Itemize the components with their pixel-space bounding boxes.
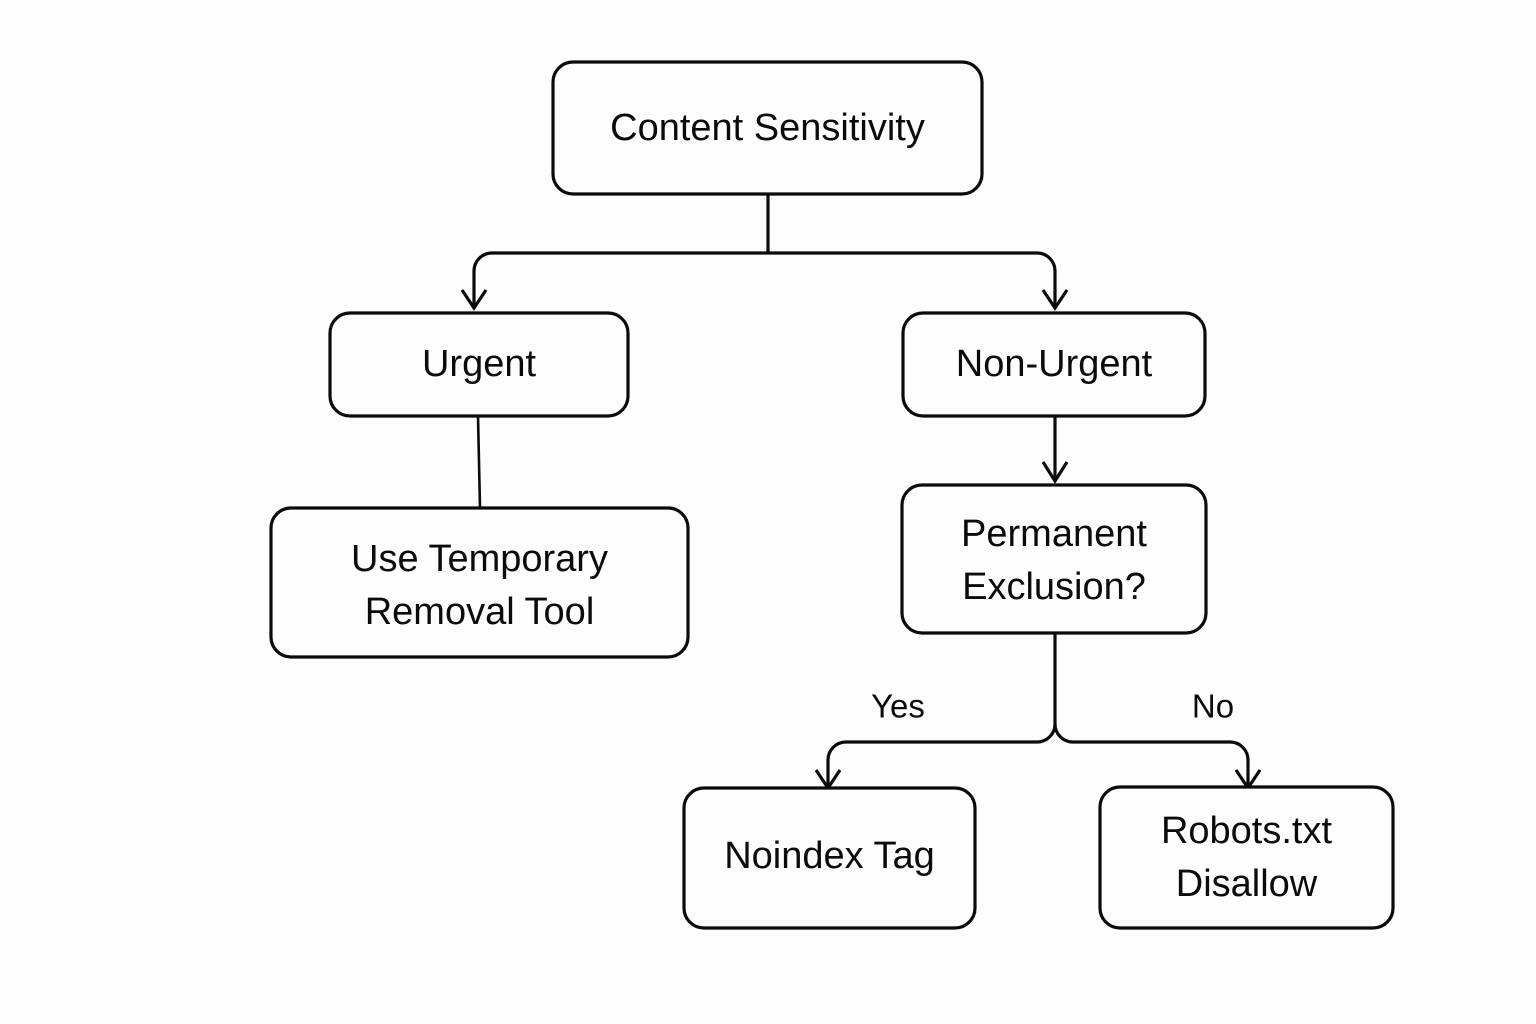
node-noindex-tag[interactable]: Noindex Tag	[682, 786, 977, 930]
node-use-temporary-removal-tool-label-line1: Use Temporary	[351, 538, 608, 580]
node-use-temporary-removal-tool-box[interactable]	[269, 506, 690, 659]
edge-permanent-exclusion-yes-to-noindex-tag	[826, 723, 1057, 785]
edge-content-sensitivity-to-non-urgent	[768, 251, 1057, 305]
node-use-temporary-removal-tool[interactable]: Use Temporary Removal Tool	[269, 506, 690, 659]
edge-urgent-to-use-temporary-removal-tool	[476, 415, 482, 509]
node-group: Content Sensitivity Urgent Non-Urgent Us…	[269, 60, 1395, 930]
node-permanent-exclusion-box[interactable]	[900, 483, 1208, 635]
arrowhead-permanent-exclusion	[1041, 461, 1069, 484]
node-content-sensitivity-label: Content Sensitivity	[610, 107, 925, 149]
node-robots-txt-disallow-label-line2: Disallow	[1176, 863, 1318, 905]
node-non-urgent-box[interactable]	[901, 311, 1207, 418]
node-content-sensitivity[interactable]: Content Sensitivity	[551, 60, 984, 196]
node-permanent-exclusion-label-line2: Exclusion?	[962, 566, 1146, 608]
node-content-sensitivity-box[interactable]	[551, 60, 984, 196]
edge-label-group: Yes No	[871, 688, 1234, 725]
node-permanent-exclusion-label-line1: Permanent	[961, 513, 1147, 555]
edge-label-no: No	[1192, 688, 1234, 725]
node-urgent-label: Urgent	[422, 343, 536, 385]
node-non-urgent[interactable]: Non-Urgent	[901, 311, 1207, 418]
edge-label-yes: Yes	[871, 688, 925, 725]
edge-content-sensitivity-to-urgent	[472, 251, 768, 305]
node-robots-txt-disallow[interactable]: Robots.txt Disallow	[1098, 785, 1395, 930]
node-use-temporary-removal-tool-label-line2: Removal Tool	[365, 591, 595, 633]
node-permanent-exclusion[interactable]: Permanent Exclusion?	[900, 483, 1208, 635]
arrowhead-urgent	[460, 289, 488, 311]
edge-permanent-exclusion-no-to-robots-txt-disallow	[1053, 723, 1250, 785]
node-non-urgent-label: Non-Urgent	[956, 343, 1153, 385]
node-robots-txt-disallow-box[interactable]	[1098, 785, 1395, 930]
node-noindex-tag-label: Noindex Tag	[724, 835, 935, 877]
node-urgent-box[interactable]	[328, 311, 630, 418]
node-urgent[interactable]: Urgent	[328, 311, 630, 418]
arrowhead-non-urgent	[1041, 289, 1069, 311]
node-robots-txt-disallow-label-line1: Robots.txt	[1161, 810, 1333, 852]
node-noindex-tag-box[interactable]	[682, 786, 977, 930]
